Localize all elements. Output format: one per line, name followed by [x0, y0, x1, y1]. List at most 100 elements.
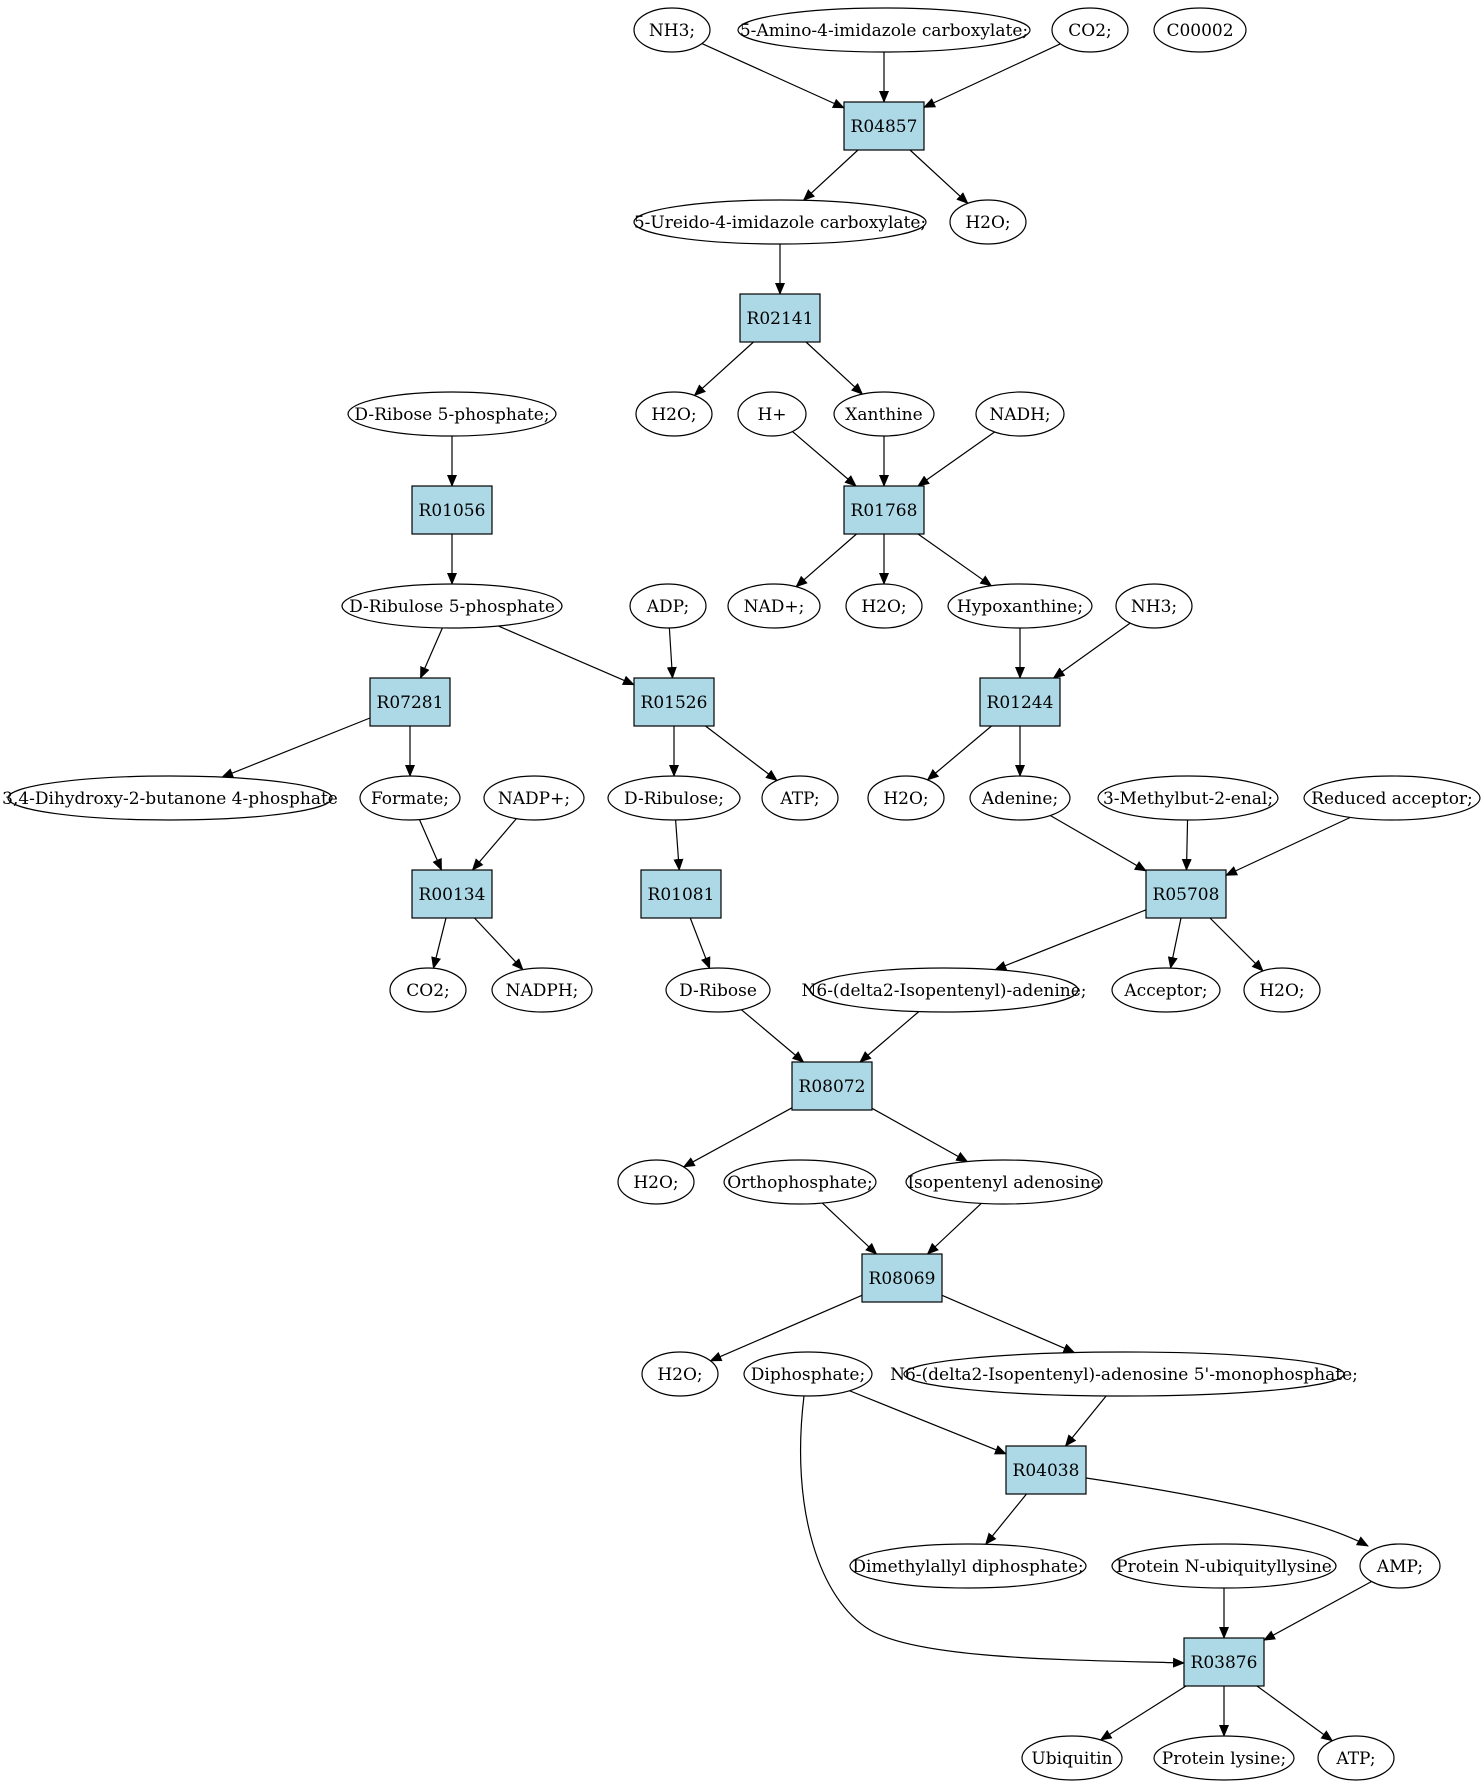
- compound-node-c_h2o_7[interactable]: H2O;: [641, 1351, 719, 1397]
- reaction-node-R04857[interactable]: R04857: [843, 101, 925, 151]
- compound-node-c_c00002[interactable]: C00002: [1153, 7, 1247, 53]
- compound-node-c_atp_2[interactable]: ATP;: [1317, 1735, 1395, 1781]
- compound-node-c_nadplus[interactable]: NAD+;: [727, 583, 821, 629]
- compound-ellipse: [1153, 7, 1247, 53]
- reaction-label: R08072: [799, 1077, 866, 1097]
- compound-label: C00002: [1166, 21, 1233, 41]
- compound-node-c_orthophos[interactable]: Orthophosphate;: [723, 1159, 877, 1205]
- reaction-node-R01081[interactable]: R01081: [640, 869, 722, 919]
- nodes-layer: NH3; 5-Amino-4-imidazole carboxylate; CO2;…: [2, 7, 1481, 1781]
- compound-node-c_ureido[interactable]: 5-Ureido-4-imidazole carboxylate;: [633, 199, 927, 245]
- compound-node-c_n6amp[interactable]: N6-(delta2-Isopentenyl)-adenosine 5'-mon…: [890, 1351, 1358, 1397]
- compound-node-c_nh3_2[interactable]: NH3;: [1115, 583, 1193, 629]
- compound-node-c_n6adenine[interactable]: N6-(delta2-Isopentenyl)-adenine;: [802, 967, 1087, 1013]
- compound-ellipse: [947, 583, 1093, 629]
- compound-node-c_co2_1[interactable]: CO2;: [1051, 7, 1129, 53]
- reaction-node-R00134[interactable]: R00134: [411, 869, 493, 919]
- edge-c_co2_1-to-R04857: [923, 43, 1061, 108]
- compound-ellipse: [1111, 967, 1221, 1013]
- edge-R08072-to-c_isoadenosine: [871, 1107, 969, 1163]
- reaction-node-R04038[interactable]: R04038: [1005, 1445, 1087, 1495]
- compound-ellipse: [903, 1351, 1345, 1397]
- compound-node-c_nadp[interactable]: NADP+;: [483, 775, 585, 821]
- compound-node-c_dmapp[interactable]: Dimethylallyl diphosphate;: [849, 1543, 1087, 1589]
- compound-label: H2O;: [633, 1173, 678, 1193]
- compound-node-c_formate[interactable]: Formate;: [359, 775, 461, 821]
- reaction-node-R01244[interactable]: R01244: [979, 677, 1061, 727]
- compound-ellipse: [347, 391, 557, 437]
- compound-node-c_h2o_5[interactable]: H2O;: [1243, 967, 1321, 1013]
- edge-R02141-to-c_xanthine: [805, 341, 864, 395]
- edge-R00134-to-c_co2_2: [431, 917, 447, 970]
- compound-ellipse: [1303, 775, 1481, 821]
- compound-node-c_h2o_2[interactable]: H2O;: [635, 391, 713, 437]
- reaction-node-R03876[interactable]: R03876: [1183, 1637, 1265, 1687]
- compound-ellipse: [1051, 7, 1129, 53]
- compound-ellipse: [833, 391, 935, 437]
- compound-node-c_ribose5p[interactable]: D-Ribose 5-phosphate;: [347, 391, 557, 437]
- compound-ellipse: [607, 775, 741, 821]
- compound-label: Protein N-ubiquityllysine: [1116, 1557, 1332, 1577]
- compound-node-c_redacc[interactable]: Reduced acceptor;: [1303, 775, 1481, 821]
- compound-node-c_dribose[interactable]: D-Ribose: [665, 967, 771, 1013]
- compound-node-c_hypox[interactable]: Hypoxanthine;: [947, 583, 1093, 629]
- compound-node-c_isoadenosine[interactable]: Isopentenyl adenosine: [905, 1159, 1103, 1205]
- compound-node-c_h2o_6[interactable]: H2O;: [617, 1159, 695, 1205]
- reaction-box: [1145, 869, 1227, 919]
- reaction-box: [411, 869, 493, 919]
- compound-ellipse: [635, 391, 713, 437]
- edge-R01244-to-c_h2o_4: [926, 725, 992, 781]
- compound-node-c_ubiquitin[interactable]: Ubiquitin: [1021, 1735, 1123, 1781]
- compound-label: N6-(delta2-Isopentenyl)-adenine;: [802, 981, 1087, 1001]
- compound-label: Reduced acceptor;: [1311, 789, 1473, 809]
- reaction-node-R01768[interactable]: R01768: [843, 485, 925, 535]
- edge-c_diphos-to-R03876: [799, 1395, 1185, 1668]
- reaction-node-R02141[interactable]: R02141: [739, 293, 821, 343]
- reaction-node-R08072[interactable]: R08072: [791, 1061, 873, 1111]
- reaction-node-R01526[interactable]: R01526: [633, 677, 715, 727]
- compound-node-c_adp[interactable]: ADP;: [629, 583, 707, 629]
- edge-c_methylbut-to-R05708: [1181, 819, 1192, 871]
- compound-label: NADPH;: [506, 981, 579, 1001]
- compound-node-c_acceptor[interactable]: Acceptor;: [1111, 967, 1221, 1013]
- compound-node-c_ribulose5p[interactable]: D-Ribulose 5-phosphate: [341, 583, 563, 629]
- edge-R05708-to-c_n6adenine: [994, 909, 1147, 971]
- compound-label: AMP;: [1376, 1557, 1423, 1577]
- compound-node-c_nh3_1[interactable]: NH3;: [633, 7, 711, 53]
- compound-label: Dimethylallyl diphosphate;: [852, 1557, 1083, 1577]
- compound-node-c_amino[interactable]: 5-Amino-4-imidazole carboxylate;: [737, 7, 1031, 53]
- compound-ellipse: [641, 1351, 719, 1397]
- reaction-box: [1183, 1637, 1265, 1687]
- compound-node-c_h2o_1[interactable]: H2O;: [949, 199, 1027, 245]
- reaction-label: R02141: [747, 309, 814, 329]
- compound-node-c_methylbut[interactable]: 3-Methylbut-2-enal;: [1097, 775, 1279, 821]
- reaction-node-R08069[interactable]: R08069: [861, 1253, 943, 1303]
- compound-node-c_dribulose[interactable]: D-Ribulose;: [607, 775, 741, 821]
- compound-node-c_atp_1[interactable]: ATP;: [761, 775, 839, 821]
- compound-node-c_protlys[interactable]: Protein lysine;: [1153, 1735, 1295, 1781]
- compound-ellipse: [665, 967, 771, 1013]
- compound-node-c_adenine[interactable]: Adenine;: [969, 775, 1071, 821]
- reaction-label: R01768: [851, 501, 918, 521]
- compound-label: Isopentenyl adenosine: [907, 1173, 1100, 1193]
- compound-node-c_h2o_3[interactable]: H2O;: [845, 583, 923, 629]
- compound-node-c_protubi[interactable]: Protein N-ubiquityllysine: [1111, 1543, 1337, 1589]
- compound-node-c_co2_2[interactable]: CO2;: [389, 967, 467, 1013]
- compound-node-c_h2o_4[interactable]: H2O;: [867, 775, 945, 821]
- edge-c_adenine-to-R05708: [1049, 814, 1147, 872]
- compound-label: Xanthine: [845, 405, 922, 425]
- reaction-node-R01056[interactable]: R01056: [411, 485, 493, 535]
- reaction-node-R07281[interactable]: R07281: [369, 677, 451, 727]
- compound-node-c_amp[interactable]: AMP;: [1359, 1543, 1441, 1589]
- edge-c_hplus-to-R01768: [792, 431, 857, 487]
- compound-node-c_hplus[interactable]: H+: [737, 391, 807, 437]
- compound-node-c_nadph[interactable]: NADPH;: [491, 967, 593, 1013]
- reaction-node-R05708[interactable]: R05708: [1145, 869, 1227, 919]
- compound-node-c_nadh[interactable]: NADH;: [975, 391, 1065, 437]
- edge-R02141-to-c_h2o_2: [693, 341, 754, 397]
- compound-ellipse: [905, 1159, 1103, 1205]
- compound-node-c_diphos[interactable]: Diphosphate;: [743, 1351, 873, 1397]
- compound-node-c_dhbp[interactable]: 3,4-Dihydroxy-2-butanone 4-phosphate: [2, 775, 338, 821]
- compound-node-c_xanthine[interactable]: Xanthine: [833, 391, 935, 437]
- compound-ellipse: [1115, 583, 1193, 629]
